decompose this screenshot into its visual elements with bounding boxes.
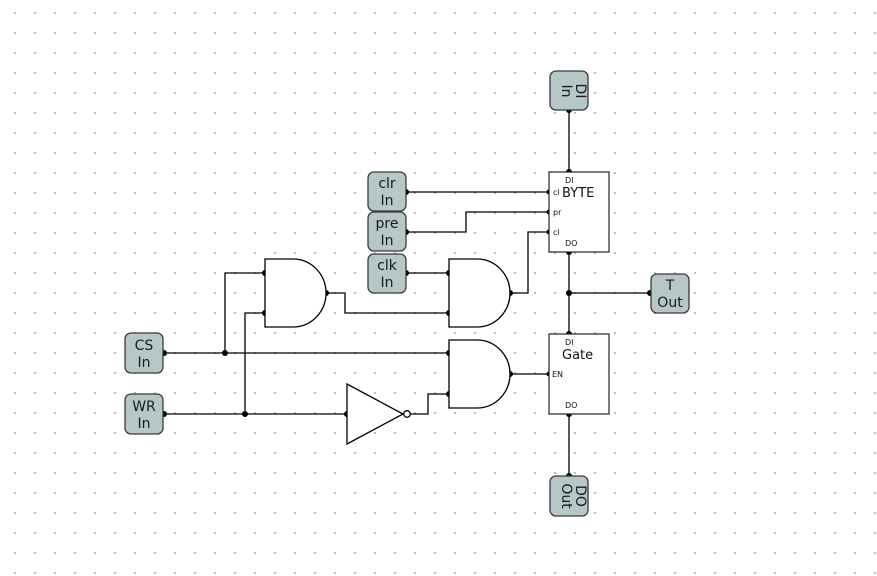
pin-di-in-name: DI — [572, 84, 588, 99]
wire-wr-to-and1 — [244, 312, 265, 414]
pin-di-in[interactable]: DI In — [549, 70, 589, 111]
not-gate[interactable] — [346, 382, 411, 446]
byte-port-clk: cl — [553, 228, 560, 237]
gate-port-en: EN — [552, 370, 563, 379]
pin-cs-in-name: CS — [135, 338, 154, 354]
pin-pre-in-kind: In — [380, 233, 393, 249]
junction-dot — [222, 350, 228, 356]
pin-clr-in-name: clr — [378, 176, 396, 192]
pin-clk-in-kind: In — [380, 275, 393, 291]
gate-block[interactable]: Gate DI EN DO — [548, 333, 610, 415]
pin-clk-in-name: clk — [377, 258, 398, 274]
byte-port-clr: cl — [553, 188, 560, 197]
gate-block-title: Gate — [562, 348, 593, 363]
byte-port-pre: pr — [553, 208, 562, 217]
wire-pre — [406, 211, 549, 233]
wire-cs-to-and1 — [224, 272, 265, 353]
pin-t-out-name: T — [665, 278, 675, 294]
pin-di-in-kind: In — [558, 84, 574, 97]
pin-do-out-name: DO — [572, 485, 588, 507]
pin-t-out-kind: Out — [657, 295, 683, 311]
byte-port-di: DI — [565, 176, 574, 185]
pin-clr-in[interactable]: clr In — [367, 171, 407, 212]
byte-port-do: DO — [565, 239, 577, 248]
pin-cs-in[interactable]: CS In — [124, 332, 164, 374]
wire-and1-to-and2 — [326, 292, 449, 314]
pin-cs-in-kind: In — [137, 355, 150, 371]
pin-wr-in-kind: In — [137, 416, 150, 432]
and-gate-3[interactable] — [448, 339, 511, 409]
pin-pre-in-name: pre — [376, 216, 399, 232]
pin-wr-in-name: WR — [132, 399, 156, 415]
wires — [164, 110, 650, 476]
pin-pre-in[interactable]: pre In — [367, 211, 407, 252]
and-gate-2[interactable] — [448, 258, 511, 328]
junction-dot — [242, 411, 248, 417]
junction-dot — [566, 290, 572, 296]
wire-not-to-and3 — [410, 393, 449, 415]
pin-t-out[interactable]: T Out — [650, 273, 690, 314]
gate-port-do: DO — [565, 401, 577, 410]
pin-clr-in-kind: In — [380, 193, 393, 209]
pin-do-out-kind: Out — [558, 483, 574, 509]
byte-block-title: BYTE — [562, 186, 594, 201]
and-gate-1[interactable] — [264, 258, 327, 328]
wire-and2-to-byte-clk — [510, 231, 549, 294]
pin-wr-in[interactable]: WR In — [124, 393, 164, 435]
pin-do-out[interactable]: DO Out — [549, 475, 589, 517]
pin-clk-in[interactable]: clk In — [367, 253, 407, 294]
gate-port-di: DI — [565, 338, 574, 347]
byte-block[interactable]: BYTE DI cl pr cl DO — [548, 171, 610, 253]
not-gate-bubble — [403, 410, 411, 418]
